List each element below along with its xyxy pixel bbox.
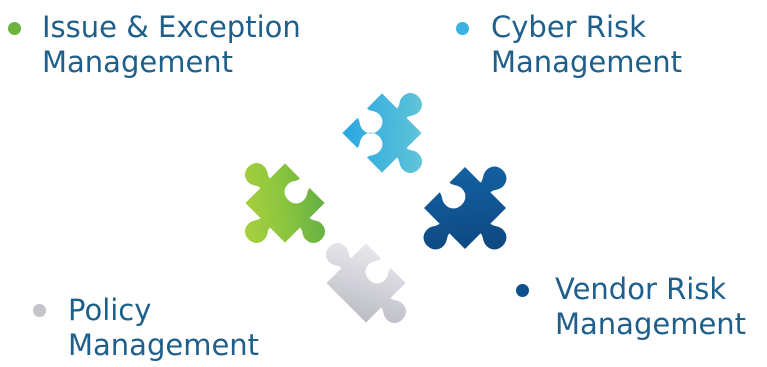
bullet-dot-green — [8, 22, 21, 35]
label-cyber-line2: Management — [491, 45, 683, 79]
puzzle-piece-vendor — [423, 166, 507, 250]
puzzle-piece-cyber — [342, 93, 422, 173]
label-policy: Policy Management — [68, 293, 259, 363]
label-cyber-risk: Cyber Risk Management — [491, 10, 682, 80]
puzzle-piece-issue — [245, 163, 325, 243]
label-cyber-line1: Cyber Risk — [491, 10, 646, 44]
label-issue-line1: Issue & Exception — [42, 10, 301, 44]
label-policy-line2: Management — [68, 328, 260, 362]
bullet-dot-navy — [516, 284, 529, 297]
label-vendor-line1: Vendor Risk — [555, 272, 727, 306]
bullet-dot-gray — [33, 304, 46, 317]
label-issue-exception: Issue & Exception Management — [42, 10, 301, 80]
puzzle-piece-policy — [326, 243, 406, 323]
label-vendor-risk: Vendor Risk Management — [555, 272, 746, 342]
bullet-dot-cyan — [456, 22, 469, 35]
label-issue-line2: Management — [42, 45, 234, 79]
label-vendor-line2: Management — [555, 307, 747, 341]
label-policy-line1: Policy — [68, 293, 152, 327]
